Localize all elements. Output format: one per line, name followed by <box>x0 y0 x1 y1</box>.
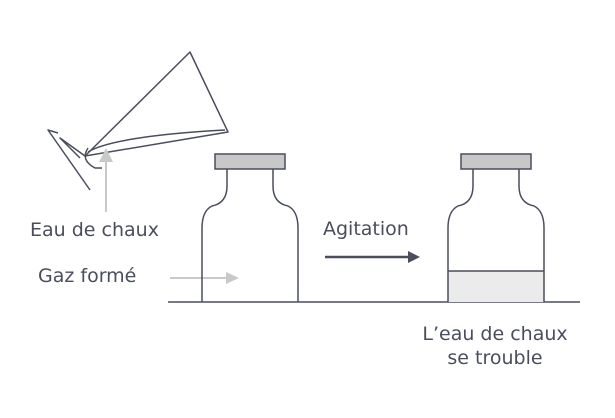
gas-bottle <box>201 153 299 302</box>
cloudy-bottle-cap <box>460 153 532 170</box>
cloudy-bottle-outline <box>447 169 545 302</box>
cloudy-bottle-liquid <box>448 271 544 302</box>
glass-stem <box>59 137 86 159</box>
lime-water-label: Eau de chaux <box>30 219 159 241</box>
result-label-line1: L’eau de chaux <box>422 323 567 345</box>
glass-base <box>47 129 91 191</box>
lime-water-pointer-arrow <box>99 148 113 212</box>
glass-liquid-surface <box>87 129 226 153</box>
glass-cup-outline <box>84 51 229 157</box>
gas-bottle-cap <box>214 153 286 170</box>
stirring-arrow <box>325 251 420 263</box>
formed-gas-label: Gaz formé <box>38 265 136 287</box>
cloudy-bottle <box>447 153 545 302</box>
stirring-label: Agitation <box>323 218 409 240</box>
gas-bottle-outline <box>201 169 299 302</box>
glass-liquid <box>84 147 102 169</box>
pouring-glass <box>47 51 229 191</box>
formed-gas-pointer-arrow <box>170 272 239 284</box>
result-label-line2: se trouble <box>447 347 542 369</box>
